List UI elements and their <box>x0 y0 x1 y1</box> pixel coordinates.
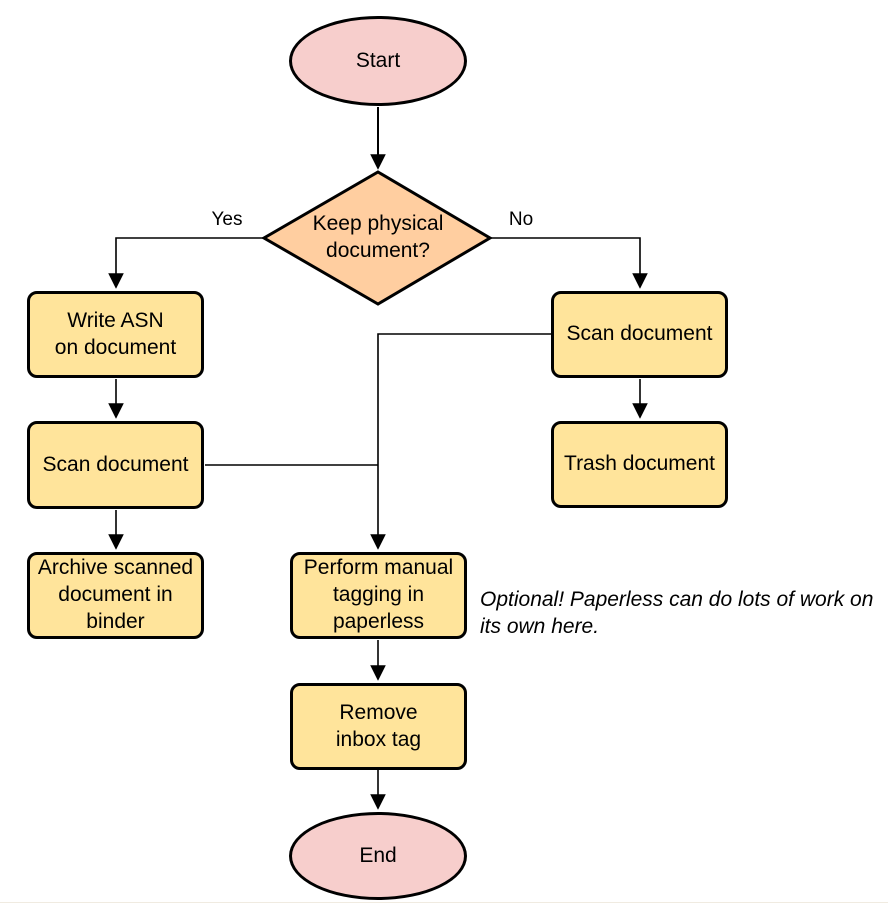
edge-decision-to-write-asn <box>116 237 264 287</box>
trash-document-node: Trash document <box>551 421 728 508</box>
edge-scan-right-to-tagging <box>378 333 551 548</box>
archive-document-node: Archive scanned document in binder <box>27 552 204 639</box>
branch-label-no: No <box>508 209 534 230</box>
remove-inbox-tag-node: Remove inbox tag <box>290 683 467 770</box>
scan-document-left-node: Scan document <box>27 421 204 509</box>
edge-decision-to-scan-right <box>490 237 640 287</box>
write-asn-node: Write ASN on document <box>27 291 204 378</box>
start-node: Start <box>289 16 467 106</box>
scan-document-right-node: Scan document <box>551 291 728 378</box>
canvas-bottom-edge <box>0 902 888 903</box>
branch-label-yes: Yes <box>211 209 243 230</box>
end-node: End <box>289 812 467 900</box>
optional-note-text: Optional! Paperless can do lots of work … <box>480 588 874 638</box>
manual-tagging-node: Perform manual tagging in paperless <box>290 552 467 639</box>
decision-diamond-shape <box>261 170 493 306</box>
decision-node-label: Keep physical document? <box>312 212 444 262</box>
